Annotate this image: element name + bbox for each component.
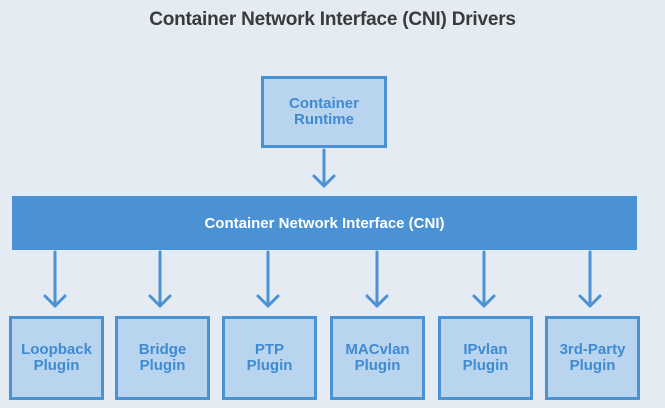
loopback-plugin-label: Loopback Plugin — [21, 341, 92, 374]
bridge-plugin-label: Bridge Plugin — [138, 341, 187, 374]
bridge-plugin-box: Bridge Plugin — [115, 316, 210, 400]
arrow-cni-to-third-party — [578, 250, 602, 308]
container-runtime-label: Container Runtime — [288, 95, 359, 128]
ptp-plugin-box: PTP Plugin — [222, 316, 317, 400]
arrow-cni-to-bridge — [148, 250, 172, 308]
diagram-title: Container Network Interface (CNI) Driver… — [149, 9, 516, 30]
third-party-plugin-label: 3rd-Party Plugin — [559, 341, 626, 374]
ipvlan-plugin-box: IPvlan Plugin — [438, 316, 533, 400]
arrow-runtime-to-cni — [312, 148, 336, 188]
ptp-plugin-label: PTP Plugin — [246, 341, 293, 374]
cni-label: Container Network Interface (CNI) — [204, 214, 445, 232]
macvlan-plugin-label: MACvlan Plugin — [345, 341, 410, 374]
loopback-plugin-box: Loopback Plugin — [9, 316, 104, 400]
container-runtime-box: Container Runtime — [261, 76, 387, 148]
arrow-cni-to-ptp — [256, 250, 280, 308]
macvlan-plugin-box: MACvlan Plugin — [330, 316, 425, 400]
arrow-cni-to-loopback — [43, 250, 67, 308]
arrow-cni-to-ipvlan — [472, 250, 496, 308]
third-party-plugin-box: 3rd-Party Plugin — [545, 316, 640, 400]
cni-bar: Container Network Interface (CNI) — [12, 196, 637, 250]
arrow-cni-to-macvlan — [365, 250, 389, 308]
ipvlan-plugin-label: IPvlan Plugin — [462, 341, 509, 374]
